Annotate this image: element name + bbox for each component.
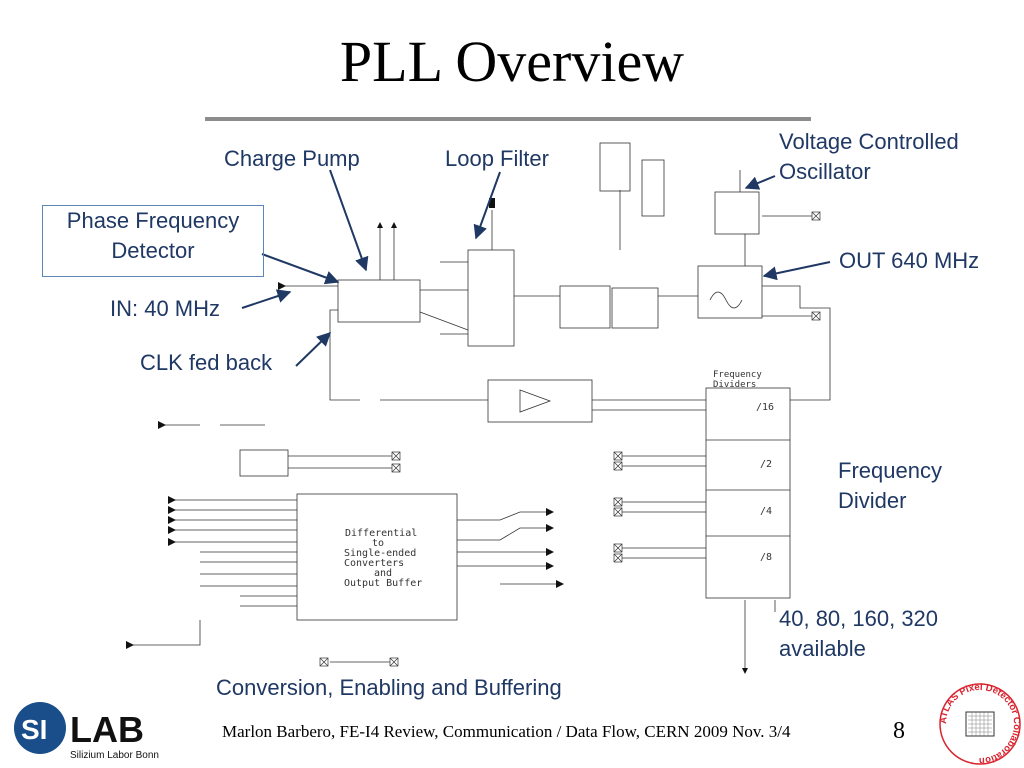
schematic-pins — [126, 198, 748, 674]
converter-label-2: to — [372, 538, 384, 549]
converter-label-5: and — [374, 568, 392, 579]
loop-filter-arrow — [473, 171, 501, 240]
divider-block — [705, 387, 791, 599]
charge-pump-block — [467, 249, 515, 347]
pfd-label-line2: Detector — [111, 238, 195, 263]
pfd-callout-box: Phase Frequency Detector — [42, 205, 264, 277]
charge-pump-arrow — [329, 169, 369, 272]
loop-filter-label: Loop Filter — [445, 146, 549, 171]
converter-block — [296, 493, 458, 621]
available-label-line1: 40, 80, 160, 320 — [779, 606, 939, 631]
freq-divider-label-line2: Divider — [838, 488, 907, 513]
out-label: OUT 640 MHz — [839, 248, 980, 273]
in-arrow — [241, 289, 292, 309]
silab-logo-subtitle: Silizium Labor Bonn — [70, 750, 159, 761]
vco-arrow — [744, 175, 776, 190]
freq-divider-label-line1: Frequency — [838, 458, 942, 483]
div-16-label: /16 — [756, 402, 774, 413]
slide-title: PLL Overview — [339, 29, 685, 94]
page-number: 8 — [893, 718, 905, 744]
title-divider — [205, 117, 811, 121]
div-2-label: /2 — [760, 459, 772, 470]
converter-label-1: Differential — [345, 528, 417, 539]
atlas-pixel-logo: ATLAS Pixel Detector Collaboration — [938, 682, 1022, 766]
freq-dividers-label: Frequency — [713, 370, 762, 380]
in-label: IN: 40 MHz — [110, 296, 221, 321]
pfd-arrow — [261, 253, 340, 285]
clk-fed-back-label: CLK fed back — [140, 350, 273, 375]
callout-arrows — [241, 169, 831, 367]
available-label-line2: available — [779, 636, 866, 661]
out-arrow — [762, 261, 831, 281]
div-8-label: /8 — [760, 552, 772, 563]
vco-label-line2: Oscillator — [779, 159, 871, 184]
schematic-terminals — [319, 211, 821, 667]
converter-label-4: Converters — [344, 558, 404, 569]
vco-label-line1: Voltage Controlled — [779, 129, 959, 154]
vco-block — [697, 265, 763, 319]
schematic-wires — [130, 142, 831, 672]
clk-fed-back-arrow — [295, 332, 332, 367]
conversion-label: Conversion, Enabling and Buffering — [216, 675, 562, 700]
loop-filter-block — [559, 285, 611, 329]
pfd-label-line1: Phase Frequency — [66, 208, 240, 233]
slide-footer: Marlon Barbero, FE-I4 Review, Communicat… — [222, 722, 791, 741]
converter-label-6: Output Buffer — [344, 578, 422, 589]
freq-dividers-label-2: Dividers — [713, 380, 756, 390]
silab-logo: SI LAB Silizium Labor Bonn — [14, 702, 159, 761]
charge-pump-label: Charge Pump — [224, 146, 360, 171]
div-4-label: /4 — [760, 506, 772, 517]
converter-label-3: Single-ended — [344, 548, 416, 559]
pfd-block — [337, 279, 421, 323]
silab-logo-si: SI — [21, 714, 47, 745]
silab-logo-lab: LAB — [70, 709, 144, 750]
